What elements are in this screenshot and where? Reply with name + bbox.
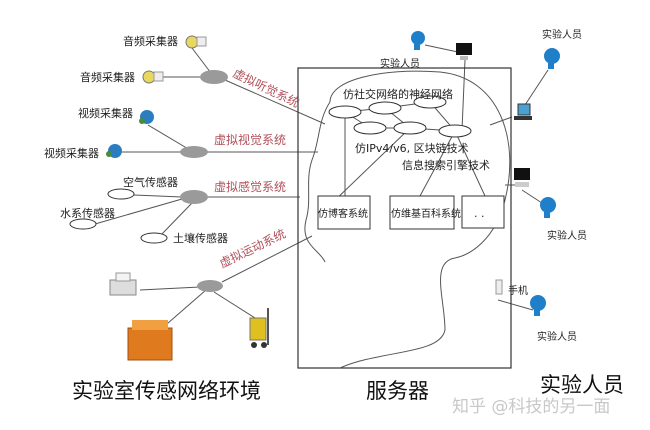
researcher-label: 实验人员 (542, 28, 582, 41)
search-engine-label: 信息搜索引擎技术 (402, 158, 490, 172)
more-systems-label: . . (474, 207, 485, 220)
audio-collector-label: 音频采集器 (80, 70, 135, 84)
wiki-system-box (389, 195, 455, 230)
person-icon (411, 31, 425, 50)
motion-hub (197, 280, 223, 292)
microphone-icon (142, 70, 164, 84)
server-caption: 服务器 (366, 379, 429, 403)
more-systems-box (461, 195, 505, 229)
forklift-icon (249, 308, 269, 348)
hearing-system-label: 虚拟听觉系统 (231, 66, 302, 110)
sensing-hub (180, 190, 208, 204)
phone-label: 手机 (508, 284, 528, 297)
soil-sensor-label: 土壤传感器 (173, 231, 228, 245)
person-icon (540, 197, 556, 218)
audio-collector-label: 音频采集器 (123, 34, 178, 48)
video-collector-label: 视频采集器 (78, 106, 133, 120)
vision-hub (180, 146, 208, 158)
head-outline (304, 70, 511, 369)
printer-icon (109, 272, 137, 296)
air-sensor-label: 空气传感器 (123, 175, 178, 189)
lab-environment-caption: 实验室传感网络环境 (72, 379, 261, 403)
water-sensor-label: 水系传感器 (60, 207, 115, 220)
hearing-hub (200, 70, 228, 84)
video-collector-label: 视频采集器 (44, 146, 99, 160)
server-box (297, 67, 512, 369)
camera-icon (139, 110, 154, 124)
researcher-label: 实验人员 (380, 57, 420, 70)
camera-icon (106, 144, 122, 158)
person-icon (544, 48, 560, 69)
blog-system-box (317, 195, 371, 230)
ipv-blockchain-label: 仿IPv4/v6, 区块链技术 (355, 141, 469, 155)
soil-sensor-node (140, 232, 168, 244)
wiki-system-label: 仿维基百科系统 (391, 207, 461, 220)
watermark: 知乎 @科技的另一面 (452, 397, 610, 417)
vision-system-label: 虚拟视觉系统 (214, 132, 286, 147)
box-icon (127, 320, 173, 361)
researcher-label: 实验人员 (547, 229, 587, 242)
air-sensor-node (107, 188, 135, 200)
laptop-icon (514, 103, 532, 120)
researchers-caption: 实验人员 (540, 373, 624, 397)
person-icon (530, 295, 546, 316)
blog-system-label: 仿博客系统 (318, 207, 368, 220)
researcher-label: 实验人员 (537, 330, 577, 343)
monitor-icon (456, 43, 472, 60)
phone-icon (495, 279, 503, 295)
sensing-system-label: 虚拟感觉系统 (214, 179, 286, 194)
water-sensor-node (69, 218, 97, 230)
microphone-icon (185, 35, 207, 49)
monitor-icon (514, 168, 530, 187)
neural-network-label: 仿社交网络的神经网络 (343, 87, 453, 101)
neural-network (328, 95, 486, 206)
